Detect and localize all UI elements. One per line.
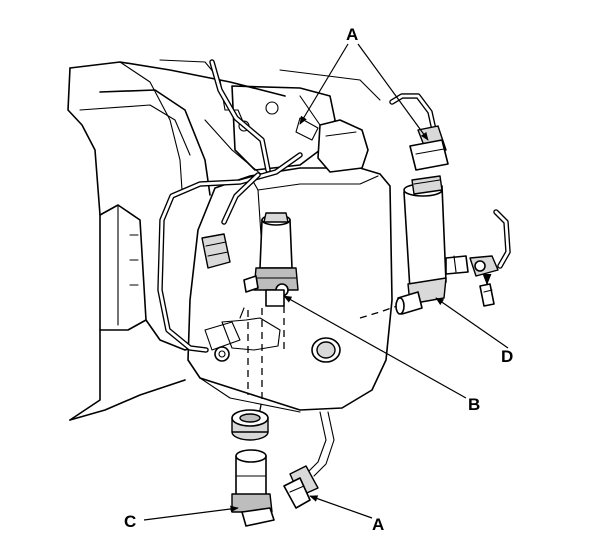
callout-d: D (501, 347, 513, 366)
washer-pump-d (395, 175, 499, 315)
callout-a-bottom: A (372, 515, 384, 534)
grommet (231, 409, 269, 441)
callout-c: C (124, 512, 136, 531)
washer-pump-b (243, 212, 299, 307)
harness-connector-left (201, 233, 231, 269)
leader-lines (143, 43, 509, 521)
washer-pump-c (231, 449, 275, 527)
install-guide-lines (247, 304, 401, 431)
callout-labels: A B C D A (124, 25, 513, 534)
callout-a-top: A (346, 25, 358, 44)
connector-a-top (409, 125, 449, 171)
callout-b: B (468, 395, 480, 414)
wiring-harness (157, 59, 511, 477)
connector-a-bottom (283, 465, 319, 509)
